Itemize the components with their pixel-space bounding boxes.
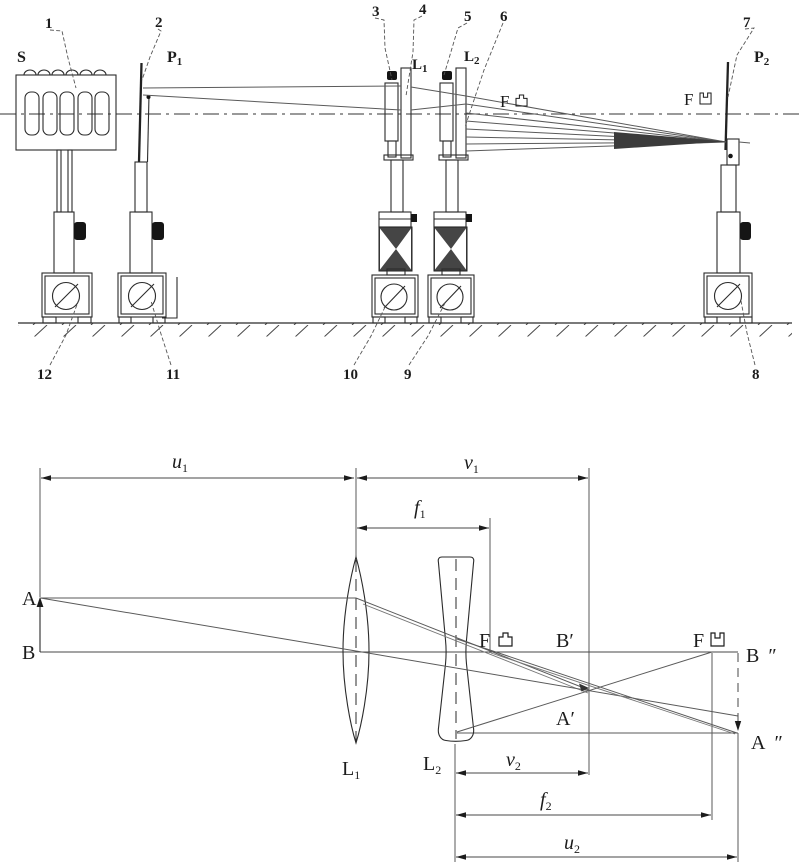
dim-v1: v1 — [357, 452, 588, 481]
lens-l2-bottom-label: L2 — [423, 753, 441, 777]
dim-f2: f2 — [456, 789, 711, 818]
dim-f1-label: f1 — [414, 497, 426, 521]
bottom-rays — [40, 597, 739, 735]
top-rays — [142, 85, 751, 152]
part-number-5: 5 — [464, 9, 472, 25]
part-number-11: 11 — [166, 367, 180, 383]
source-box — [15, 74, 117, 151]
concave-icon — [699, 92, 712, 105]
leveling-screw-icon — [436, 283, 464, 311]
screen-p2-label: P2 — [754, 49, 770, 68]
lens-l1-label: L1 — [412, 57, 428, 75]
extension-lines — [39, 468, 739, 862]
final-image-dashed — [734, 653, 742, 731]
svg-text:F: F — [684, 90, 693, 109]
dim-u2-label: u2 — [564, 832, 580, 856]
screen-p1 — [137, 62, 151, 163]
converging-beam-wedge — [614, 132, 726, 149]
lens-l2-label: L2 — [464, 49, 480, 67]
ray-through-f-concave — [456, 651, 713, 733]
stand-11 — [117, 161, 178, 324]
bench-ground — [18, 322, 792, 337]
clamp-knob-icon — [74, 222, 86, 240]
dim-u2: u2 — [456, 832, 737, 860]
dim-u1-label: u1 — [172, 451, 188, 475]
point-A-double-prime-label: A″ — [751, 732, 783, 754]
l1-plate — [400, 67, 412, 159]
dim-v2-label: v2 — [506, 749, 521, 773]
object-arrow — [36, 597, 44, 652]
dim-v2: v2 — [456, 749, 588, 776]
leveling-screw-icon — [51, 281, 81, 311]
clamp-knob-icon — [740, 222, 751, 240]
screen-p1-label: P1 — [167, 49, 182, 68]
lens-l1-convex — [342, 554, 370, 745]
lens-l1-bottom-label: L1 — [342, 758, 360, 782]
convex-icon — [498, 632, 513, 647]
l1-bracket — [384, 82, 399, 142]
leveling-screw-icon — [713, 281, 743, 311]
source-filament — [24, 91, 110, 136]
stand-8 — [703, 164, 753, 324]
svg-text:F: F — [479, 630, 490, 652]
part-number-3: 3 — [372, 4, 380, 20]
l2-plate — [455, 67, 467, 159]
source-leg-right — [67, 149, 73, 213]
part-number-7: 7 — [743, 15, 751, 31]
svg-text:F: F — [693, 630, 704, 652]
clamp-knob-icon — [152, 222, 164, 240]
focus-convex-label-bottom: F — [479, 630, 513, 652]
dim-f2-label: f2 — [540, 789, 552, 813]
convex-icon — [515, 94, 528, 107]
lens-l2-concave — [437, 556, 475, 742]
lens-l1-holder — [383, 67, 414, 213]
stand-9 — [427, 211, 475, 324]
part-number-2: 2 — [155, 15, 163, 31]
ray-chief-transmitted — [355, 650, 739, 717]
leveling-screw-icon — [127, 281, 157, 311]
point-B-double-prime-label: B″ — [746, 645, 777, 667]
leveling-screw-icon — [380, 283, 408, 311]
point-A-prime-label: A′ — [556, 708, 575, 730]
p2-plate — [724, 61, 730, 151]
stand-12 — [41, 211, 93, 324]
part-leaders — [49, 15, 756, 366]
focus-concave-label-top: F — [684, 90, 712, 109]
dim-v1-label: v1 — [464, 452, 479, 476]
top-diagram: S P1 L1 L2 P2 F F 1 2 3 4 5 6 7 8 9 10 1… — [0, 2, 800, 383]
ray-refracted-to-A2 — [456, 638, 738, 734]
part-number-1: 1 — [45, 16, 53, 32]
focus-convex-label-top: F — [500, 92, 528, 111]
part-number-9: 9 — [404, 367, 412, 383]
point-A-label: A — [22, 588, 37, 610]
intermediate-image-arrowhead — [579, 683, 589, 692]
l1-top-screw-icon — [387, 71, 397, 80]
l2-top-screw-icon — [442, 71, 452, 80]
ray-chief-incident — [40, 597, 357, 652]
p1-plate — [137, 62, 143, 163]
part-number-10: 10 — [343, 367, 358, 383]
source-leg-left — [56, 149, 62, 213]
focus-concave-label-bottom: F — [693, 630, 725, 652]
ground-hatching — [18, 323, 792, 337]
svg-text:F: F — [500, 92, 509, 111]
part-number-8: 8 — [752, 367, 760, 383]
part-number-4: 4 — [419, 2, 427, 18]
lens-l2-holder — [438, 67, 469, 213]
part-number-6: 6 — [500, 9, 508, 25]
source-top-coils — [23, 69, 107, 76]
point-B-label: B — [22, 642, 35, 664]
concave-icon — [710, 632, 725, 647]
point-B-prime-label: B′ — [556, 630, 574, 652]
bottom-diagram: u1 v1 f1 v2 f2 — [22, 451, 783, 862]
dim-f1: f1 — [357, 497, 489, 531]
light-source — [15, 69, 117, 213]
stand-10 — [371, 211, 419, 324]
source-label: S — [17, 49, 26, 66]
part-number-12: 12 — [37, 367, 52, 383]
dim-u1: u1 — [41, 451, 354, 481]
